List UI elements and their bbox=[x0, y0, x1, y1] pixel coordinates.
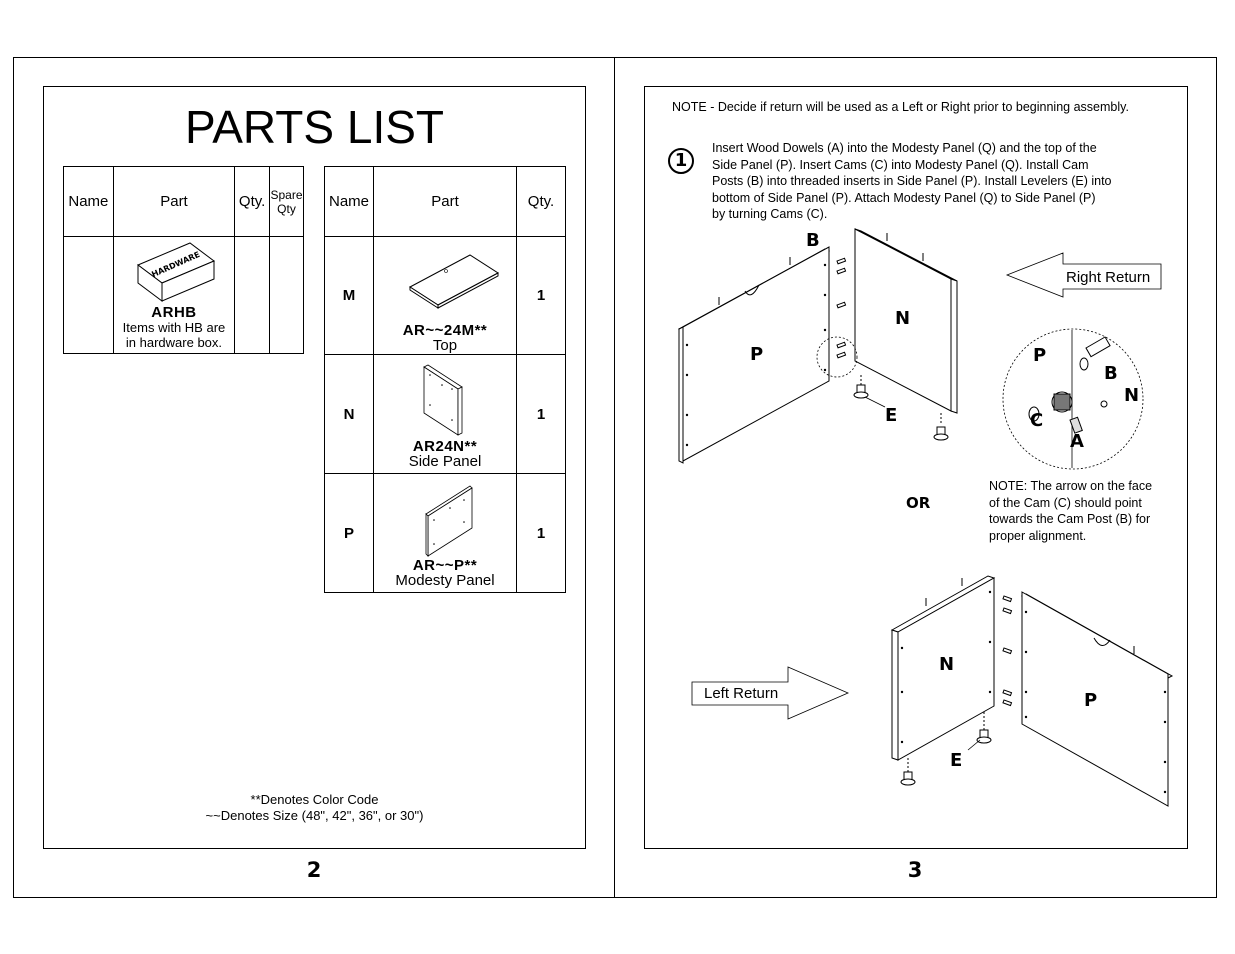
part-cell: AR~~P** Modesty Panel bbox=[373, 473, 517, 593]
note-top: NOTE - Decide if return will be used as … bbox=[672, 100, 1129, 114]
hardware-part-cell: HARDWARE ARHB Items with HB are in hardw… bbox=[112, 236, 236, 354]
part-desc: Side Panel bbox=[408, 453, 482, 470]
cam-detail-diagram bbox=[1002, 328, 1144, 470]
parts-table: Name Part Qty. M AR~~24M** Top 1 N bbox=[324, 166, 566, 593]
page-divider bbox=[614, 57, 615, 898]
step-number-badge: 1 bbox=[668, 148, 694, 174]
part-desc: Modesty Panel bbox=[395, 572, 495, 589]
page-outer-border bbox=[13, 57, 1217, 898]
right-return-diagram bbox=[677, 228, 958, 464]
hardware-table: Name Part Qty. Spare Qty HARDWARE ARHB I… bbox=[63, 166, 304, 354]
cam-note-line-2: of the Cam (C) should point bbox=[989, 495, 1142, 510]
label-n-top: N bbox=[895, 308, 911, 329]
cam-note-line-1: NOTE: The arrow on the face bbox=[989, 479, 1153, 493]
part-name: M bbox=[324, 236, 374, 355]
part-desc: Top bbox=[432, 337, 458, 354]
table-row: P AR~~P** Modesty Panel 1 bbox=[324, 473, 566, 593]
hardware-qty-cell bbox=[234, 236, 270, 354]
col-header-name: Name bbox=[63, 166, 114, 237]
footnote-size: ~~Denotes Size (48", 42", 36", or 30") bbox=[205, 808, 424, 823]
parts-list-panel bbox=[43, 86, 586, 849]
part-qty: 1 bbox=[516, 354, 566, 474]
label-e-top: E bbox=[885, 405, 898, 426]
label-c-detail: C bbox=[1030, 410, 1044, 431]
part-code: AR~~P** bbox=[412, 557, 478, 574]
label-n-detail: N bbox=[1124, 385, 1140, 406]
table-row: N AR24N** Side Panel 1 bbox=[324, 354, 566, 474]
col-header-name: Name bbox=[324, 166, 374, 237]
hardware-box-icon: HARDWARE bbox=[136, 242, 215, 302]
page-number-left: 2 bbox=[306, 858, 322, 882]
part-cell: AR~~24M** Top bbox=[373, 236, 517, 355]
left-return-arrow bbox=[691, 666, 850, 720]
part-qty: 1 bbox=[516, 236, 566, 355]
cam-note-line-4: proper alignment. bbox=[989, 528, 1087, 543]
label-p-detail: P bbox=[1033, 345, 1047, 366]
part-cell: AR24N** Side Panel bbox=[373, 354, 517, 474]
left-return-diagram bbox=[890, 575, 1174, 807]
col-header-part: Part bbox=[373, 166, 517, 237]
left-return-label: Left Return bbox=[704, 685, 779, 702]
hardware-name-cell bbox=[63, 236, 114, 354]
right-return-label: Right Return bbox=[1066, 269, 1151, 286]
table-row: M AR~~24M** Top 1 bbox=[324, 236, 566, 355]
label-n-bottom: N bbox=[939, 654, 955, 675]
instructions-panel bbox=[644, 86, 1188, 849]
label-p-top: P bbox=[750, 344, 764, 365]
hardware-desc-line1: Items with HB are bbox=[122, 320, 226, 335]
label-b-top: B bbox=[806, 230, 820, 251]
step-text-line-1: Insert Wood Dowels (A) into the Modesty … bbox=[712, 141, 1097, 155]
part-qty: 1 bbox=[516, 473, 566, 593]
footnote-color-code: **Denotes Color Code bbox=[250, 792, 379, 807]
part-name: P bbox=[324, 473, 374, 593]
label-b-detail: B bbox=[1104, 363, 1118, 384]
hardware-part-code: ARHB bbox=[151, 304, 197, 321]
page-title: PARTS LIST bbox=[184, 101, 445, 153]
step-number: 1 bbox=[674, 150, 688, 171]
hardware-desc-line2: in hardware box. bbox=[125, 335, 223, 350]
label-p-bottom: P bbox=[1084, 690, 1098, 711]
label-a-detail: A bbox=[1070, 431, 1084, 452]
step-text-line-5: by turning Cams (C). bbox=[712, 207, 828, 221]
modesty-panel-icon bbox=[425, 485, 473, 557]
step-text-line-4: bottom of Side Panel (P). Attach Modesty… bbox=[712, 190, 1096, 205]
step-text-line-2: Side Panel (P). Insert Cams (C) into Mod… bbox=[712, 157, 1089, 172]
page-number-right: 3 bbox=[907, 858, 923, 882]
side-panel-icon bbox=[423, 364, 463, 436]
part-code: AR24N** bbox=[412, 438, 478, 455]
or-label: OR bbox=[906, 494, 931, 512]
col-header-part: Part bbox=[112, 166, 236, 237]
cam-note-line-3: towards the Cam Post (B) for bbox=[989, 512, 1151, 526]
hardware-spare-cell bbox=[269, 236, 304, 354]
col-header-qty: Qty. bbox=[516, 166, 566, 237]
label-e-bottom: E bbox=[950, 750, 963, 771]
col-header-qty: Qty. bbox=[234, 166, 270, 237]
right-return-arrow bbox=[1005, 252, 1162, 298]
part-name: N bbox=[324, 354, 374, 474]
col-header-spare-qty: Spare Qty bbox=[269, 166, 304, 237]
step-text-line-3: Posts (B) into threaded inserts in Side … bbox=[712, 174, 1112, 188]
top-panel-icon bbox=[409, 254, 499, 309]
part-code: AR~~24M** bbox=[402, 322, 488, 339]
